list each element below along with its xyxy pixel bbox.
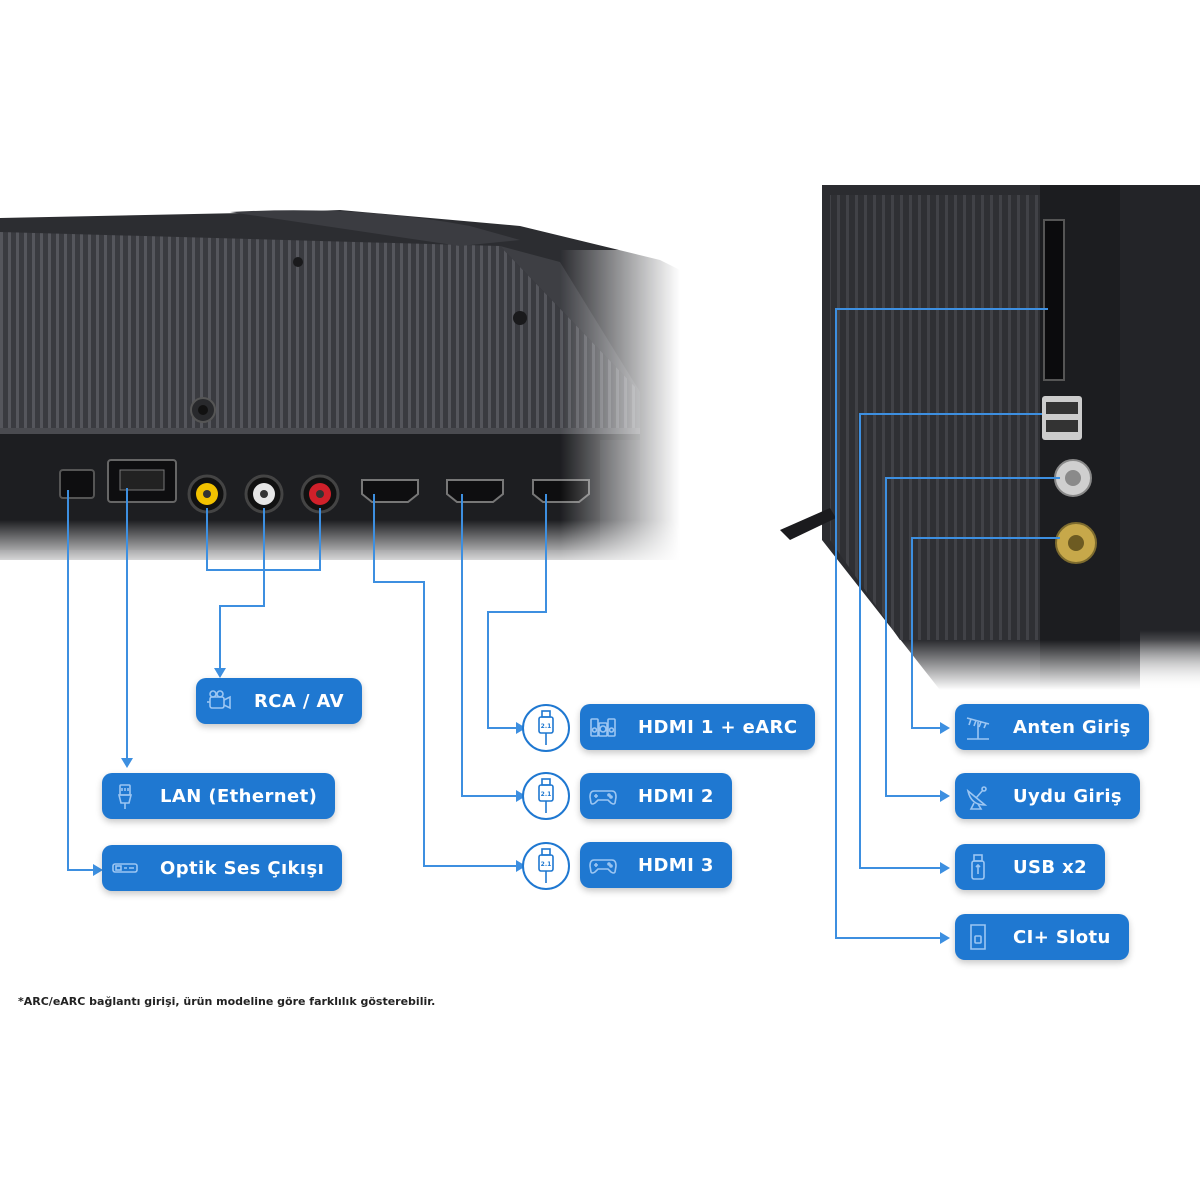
hdmi3-badge: HDMI 3 (580, 842, 732, 888)
svg-text:2.1: 2.1 (541, 861, 552, 868)
usb-label: USB x2 (1013, 856, 1088, 878)
connector-arrowheads (93, 668, 950, 944)
hdmi3-label: HDMI 3 (638, 854, 714, 876)
hdmi2-label: HDMI 2 (638, 785, 714, 807)
ethernet-plug-icon (102, 773, 148, 819)
hdmi-cable-icon: 2.1 (522, 772, 570, 820)
optical-audio-badge: Optik Ses Çıkışı (102, 845, 343, 891)
connector-lines (67, 308, 1060, 939)
tv-side-panel-right (780, 185, 1200, 690)
hdmi1-earc-label: HDMI 1 + eARC (638, 716, 798, 738)
satellite-dish-icon (955, 773, 1001, 819)
satellite-input-badge: Uydu Giriş (955, 773, 1141, 819)
hdmi2-badge: HDMI 2 (580, 773, 732, 819)
hdmi-cable-icon: 2.1 (522, 842, 570, 890)
camcorder-icon (196, 678, 242, 724)
rca-av-badge: RCA / AV (196, 678, 362, 724)
rca-av-label: RCA / AV (254, 690, 344, 712)
usb-stick-icon (955, 844, 1001, 890)
footnote: *ARC/eARC bağlantı girişi, ürün modeline… (18, 995, 436, 1008)
tv-back-panel-left (0, 210, 680, 570)
speaker-system-icon (580, 704, 626, 750)
antenna-input-label: Anten Giriş (1013, 716, 1131, 738)
svg-text:2.1: 2.1 (541, 723, 552, 730)
hdmi-cable-icon: 2.1 (522, 704, 570, 752)
optical-port-icon (102, 845, 148, 891)
usb-badge: USB x2 (955, 844, 1106, 890)
ci-slot-label: CI+ Slotu (1013, 926, 1111, 948)
optical-audio-label: Optik Ses Çıkışı (160, 857, 325, 879)
ci-slot-badge: CI+ Slotu (955, 914, 1129, 960)
lan-label: LAN (Ethernet) (160, 785, 318, 807)
hdmi1-earc-badge: HDMI 1 + eARC (580, 704, 816, 750)
gamepad-icon (580, 842, 626, 888)
ci-card-icon (955, 914, 1001, 960)
gamepad-icon (580, 773, 626, 819)
svg-text:2.1: 2.1 (541, 791, 552, 798)
antenna-icon (955, 704, 1001, 750)
antenna-input-badge: Anten Giriş (955, 704, 1149, 750)
lan-badge: LAN (Ethernet) (102, 773, 336, 819)
satellite-input-label: Uydu Giriş (1013, 785, 1123, 807)
